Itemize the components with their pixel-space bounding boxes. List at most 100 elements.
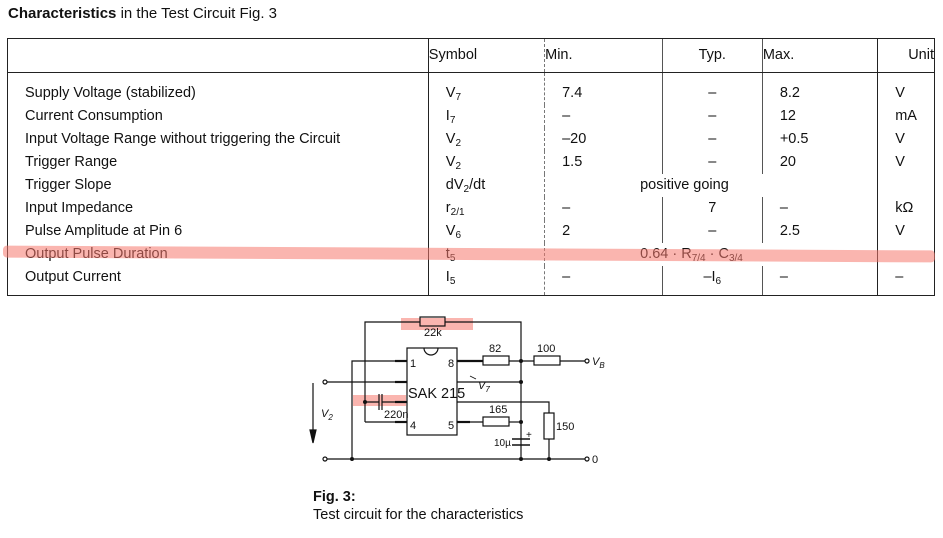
unit-cell: V bbox=[877, 72, 935, 105]
symbol-cell: t5 bbox=[427, 243, 545, 266]
symbol-cell: V7 bbox=[427, 72, 545, 105]
label-v7: V7 bbox=[478, 380, 490, 394]
ic-body bbox=[406, 347, 458, 436]
parameter-cell: Output Current bbox=[7, 266, 429, 296]
ic-name: SAK 215 bbox=[408, 386, 465, 402]
min-cell: – bbox=[544, 266, 663, 296]
terminal-ground bbox=[584, 456, 590, 462]
unit-cell: V bbox=[877, 151, 935, 174]
parameter-cell: Input Voltage Range without triggering t… bbox=[7, 128, 429, 151]
capacitor-10u bbox=[512, 438, 530, 446]
header-min: Min. bbox=[544, 38, 663, 73]
min-cell: – bbox=[544, 105, 663, 128]
min-cell: 7.4 bbox=[544, 72, 663, 105]
typ-cell: – bbox=[661, 72, 763, 105]
symbol-cell: V2 bbox=[427, 151, 545, 174]
typ-cell: – bbox=[661, 151, 763, 174]
resistor-82 bbox=[482, 355, 510, 366]
label-ground: 0 bbox=[592, 454, 598, 466]
parameter-cell: Pulse Amplitude at Pin 6 bbox=[7, 220, 429, 243]
label-vb: VB bbox=[592, 356, 605, 370]
figure-caption: Fig. 3: Test circuit for the characteris… bbox=[313, 488, 523, 524]
resistor-150 bbox=[543, 412, 555, 440]
table-header-row: Symbol Min. Typ. Max. Unit bbox=[7, 38, 935, 73]
parameter-cell: Supply Voltage (stabilized) bbox=[7, 72, 429, 105]
resistor-22k bbox=[419, 316, 446, 327]
header-unit: Unit bbox=[877, 38, 935, 73]
label-220n: 220n bbox=[384, 409, 408, 421]
ic-notch bbox=[423, 347, 439, 356]
pin-1-label: 1 bbox=[410, 358, 416, 370]
test-circuit-schematic: 22k 82 100 165 150 220n 10µ + 1 8 4 5 SA… bbox=[309, 316, 605, 466]
label-22k: 22k bbox=[424, 327, 442, 339]
max-cell: 8.2 bbox=[761, 72, 878, 105]
typ-cell: 7 bbox=[661, 197, 763, 220]
characteristics-table: Symbol Min. Typ. Max. Unit Supply Voltag… bbox=[7, 38, 935, 296]
header-max: Max. bbox=[761, 38, 878, 73]
terminal-ground-left bbox=[322, 456, 328, 462]
typ-cell: – bbox=[661, 105, 763, 128]
symbol-cell: V2 bbox=[427, 128, 545, 151]
label-150: 150 bbox=[556, 421, 574, 433]
label-cap-plus: + bbox=[526, 430, 532, 441]
min-cell: 2 bbox=[544, 220, 663, 243]
capacitor-220n bbox=[365, 394, 407, 410]
unit-cell: mA bbox=[877, 105, 935, 128]
min-cell: –20 bbox=[544, 128, 663, 151]
terminal-vb bbox=[584, 358, 590, 364]
unit-cell bbox=[877, 174, 935, 197]
max-cell: +0.5 bbox=[761, 128, 878, 151]
unit-cell: – bbox=[877, 266, 935, 296]
formula-cell: 0.64 · R7/4 · C3/4 bbox=[544, 243, 878, 266]
section-title-rest: in the Test Circuit Fig. 3 bbox=[116, 5, 278, 22]
unit-cell: kΩ bbox=[877, 197, 935, 220]
table-row: Input Voltage Range without triggering t… bbox=[7, 128, 935, 151]
min-cell: – bbox=[544, 197, 663, 220]
parameter-cell: Trigger Slope bbox=[7, 174, 429, 197]
typ-cell: –I6 bbox=[661, 266, 763, 296]
unit-cell bbox=[877, 243, 935, 266]
symbol-cell: dV2/dt bbox=[427, 174, 545, 197]
header-symbol: Symbol bbox=[427, 38, 545, 73]
label-165: 165 bbox=[489, 404, 507, 416]
symbol-cell: r2/1 bbox=[427, 197, 545, 220]
label-100: 100 bbox=[537, 343, 555, 355]
header-parameter bbox=[7, 38, 429, 73]
parameter-cell: Input Impedance bbox=[7, 197, 429, 220]
section-title: Characteristics in the Test Circuit Fig.… bbox=[8, 5, 277, 22]
resistor-165 bbox=[482, 416, 510, 427]
max-cell: – bbox=[761, 266, 878, 296]
max-cell: 2.5 bbox=[761, 220, 878, 243]
max-cell: 20 bbox=[761, 151, 878, 174]
figure-text: Test circuit for the characteristics bbox=[313, 507, 524, 523]
parameter-cell: Trigger Range bbox=[7, 151, 429, 174]
unit-cell: V bbox=[877, 220, 935, 243]
label-v2: V2 bbox=[321, 408, 333, 422]
label-10u: 10µ bbox=[494, 438, 511, 449]
symbol-cell: I7 bbox=[427, 105, 545, 128]
typ-cell: – bbox=[661, 128, 763, 151]
figure-label: Fig. 3: bbox=[313, 489, 356, 505]
header-typ: Typ. bbox=[661, 38, 763, 73]
typ-cell: – bbox=[661, 220, 763, 243]
section-title-bold: Characteristics bbox=[8, 5, 117, 22]
resistor-100 bbox=[533, 355, 561, 366]
label-82: 82 bbox=[489, 343, 501, 355]
max-cell: 12 bbox=[761, 105, 878, 128]
symbol-cell: V6 bbox=[427, 220, 545, 243]
max-cell: – bbox=[761, 197, 878, 220]
parameter-cell: Current Consumption bbox=[7, 105, 429, 128]
min-cell: 1.5 bbox=[544, 151, 663, 174]
unit-cell: V bbox=[877, 128, 935, 151]
parameter-cell: Output Pulse Duration bbox=[7, 243, 429, 266]
span-value-cell: positive going bbox=[544, 174, 878, 197]
terminal-input bbox=[322, 379, 328, 385]
